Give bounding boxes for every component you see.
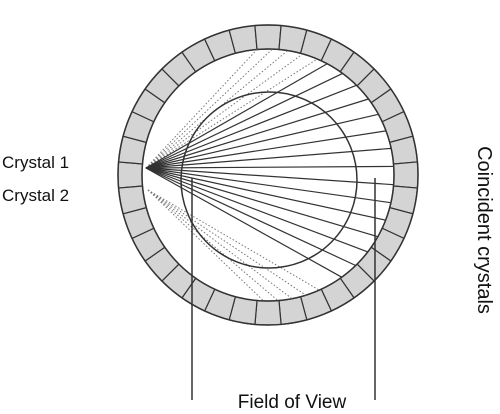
dotted-line	[147, 189, 279, 301]
dotted-line	[145, 48, 273, 169]
dotted-line	[145, 58, 318, 169]
coincidence-line	[145, 98, 369, 169]
crystal-2-label: Crystal 2	[2, 186, 69, 205]
coincidence-line	[145, 167, 392, 204]
field-of-view-circle	[180, 91, 358, 269]
coincidence-line	[145, 167, 369, 253]
dotted-line	[147, 189, 320, 291]
detector-crystal	[117, 161, 144, 189]
dotted-line	[145, 49, 258, 169]
detector-crystal	[254, 24, 282, 51]
dotted-line	[145, 53, 304, 169]
coincidence-line	[145, 167, 379, 238]
coincidence-line	[145, 147, 392, 169]
coincident-crystals-label: Coincident crystals	[473, 146, 495, 314]
coincidence-line	[145, 63, 328, 169]
dotted-line	[147, 189, 264, 302]
outer-ring-boundary	[117, 24, 419, 326]
coincidence-line	[145, 72, 343, 169]
coincidence-line	[145, 165, 394, 169]
detector-crystal	[392, 161, 419, 189]
coincidence-line	[145, 113, 379, 169]
coincidence-lines	[145, 63, 394, 278]
coincidence-line	[145, 130, 387, 169]
coincidence-line	[145, 84, 357, 169]
coincidence-line	[145, 167, 386, 221]
inner-ring-boundary	[141, 48, 395, 302]
crystal-1-label: Crystal 1	[2, 153, 69, 172]
field-of-view-label: Field of View	[238, 392, 347, 413]
detector-crystal	[254, 299, 282, 326]
coincidence-line	[145, 167, 394, 186]
dotted-line	[147, 189, 307, 296]
